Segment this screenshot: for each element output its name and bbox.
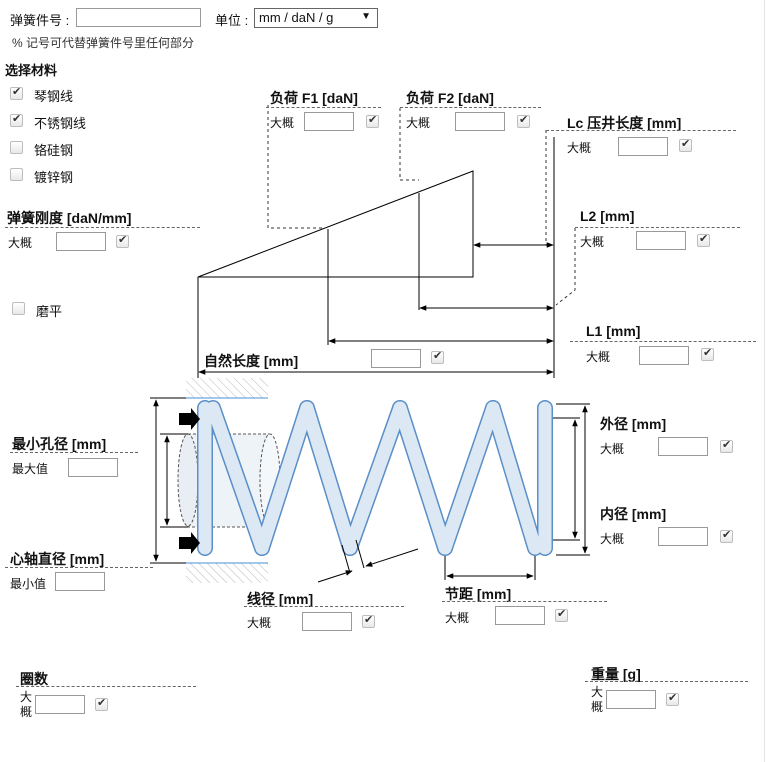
material-checkbox-0[interactable] xyxy=(10,85,23,100)
lc-checkbox[interactable] xyxy=(679,137,692,152)
material-checkbox-2[interactable] xyxy=(10,141,23,154)
wire-checkbox[interactable] xyxy=(362,613,375,628)
coils-approx-top: 大 xyxy=(20,690,33,704)
shaft-input[interactable] xyxy=(55,572,105,591)
l1-divider xyxy=(570,341,756,342)
material-label-3: 镀锌钢 xyxy=(34,170,74,185)
unit-select-value: mm / daN / g xyxy=(259,10,334,25)
rate-input[interactable] xyxy=(56,232,106,251)
material-label-1: 不锈钢线 xyxy=(34,116,87,131)
pitch-divider xyxy=(442,601,607,602)
inner-checkbox[interactable] xyxy=(720,528,733,543)
materials-title: 选择材料 xyxy=(5,63,58,78)
lc-approx: 大概 xyxy=(567,141,592,155)
material-checkbox-3[interactable] xyxy=(10,168,23,181)
load-f1-divider xyxy=(266,107,381,108)
weight-checkbox[interactable] xyxy=(666,691,679,706)
outer-approx: 大概 xyxy=(600,442,625,456)
l2-divider xyxy=(575,227,740,228)
load-f2-title: 负荷 F2 [daN] xyxy=(406,90,494,106)
shaft-title: 心轴直径 [mm] xyxy=(10,551,105,567)
outer-checkbox[interactable] xyxy=(720,438,733,453)
rate-checkbox[interactable] xyxy=(116,233,129,248)
material-label-2: 铬硅钢 xyxy=(34,143,74,158)
material-checkbox-1[interactable] xyxy=(10,112,23,127)
shaft-divider xyxy=(5,567,153,568)
load-f1-title: 负荷 F1 [daN] xyxy=(270,90,358,106)
lc-divider xyxy=(546,130,736,131)
load-f1-checkbox[interactable] xyxy=(366,113,379,128)
weight-input[interactable] xyxy=(606,690,656,709)
wire-divider xyxy=(244,606,404,607)
outer-input[interactable] xyxy=(658,437,708,456)
weight-divider xyxy=(585,681,748,682)
coils-divider xyxy=(16,686,196,687)
l2-checkbox[interactable] xyxy=(697,232,710,247)
wire-input[interactable] xyxy=(302,612,352,631)
part-number-input[interactable] xyxy=(76,8,201,27)
load-f2-divider xyxy=(400,107,541,108)
min-hole-title: 最小孔径 [mm] xyxy=(12,436,107,452)
unit-label: 单位 : xyxy=(215,13,249,28)
l1-approx: 大概 xyxy=(586,350,611,364)
coils-input[interactable] xyxy=(35,695,85,714)
wildcard-note: % 记号可代替弹簧件号里任何部分 xyxy=(12,36,195,50)
load-f1-input[interactable] xyxy=(304,112,354,131)
weight-approx-bottom: 概 xyxy=(591,700,604,714)
l2-input[interactable] xyxy=(636,231,686,250)
scrollbar-track[interactable] xyxy=(764,0,765,762)
l2-title: L2 [mm] xyxy=(580,208,635,224)
lc-input[interactable] xyxy=(618,137,668,156)
material-label-0: 琴钢线 xyxy=(34,89,74,104)
chevron-down-icon: ▼ xyxy=(361,11,371,22)
l1-input[interactable] xyxy=(639,346,689,365)
pitch-approx: 大概 xyxy=(445,611,470,625)
load-f2-approx: 大概 xyxy=(406,116,431,130)
load-f2-input[interactable] xyxy=(455,112,505,131)
ground-label: 磨平 xyxy=(36,304,63,319)
shaft-sub: 最小值 xyxy=(10,577,47,591)
unit-select[interactable]: mm / daN / g ▼ xyxy=(254,8,378,28)
rate-title: 弹簧刚度 [daN/mm] xyxy=(7,210,132,226)
pitch-input[interactable] xyxy=(495,606,545,625)
min-hole-sub: 最大值 xyxy=(12,462,49,476)
ground-checkbox[interactable] xyxy=(12,302,25,315)
l1-checkbox[interactable] xyxy=(701,346,714,361)
free-length-title: 自然长度 [mm] xyxy=(204,353,299,369)
free-length-input[interactable] xyxy=(371,349,421,368)
l1-title: L1 [mm] xyxy=(586,323,641,339)
wire-title: 线径 [mm] xyxy=(247,591,314,607)
outer-title: 外径 [mm] xyxy=(600,416,667,432)
min-hole-divider xyxy=(10,452,138,453)
free-length-checkbox[interactable] xyxy=(431,349,444,364)
inner-title: 内径 [mm] xyxy=(600,506,667,522)
min-hole-input[interactable] xyxy=(68,458,118,477)
weight-approx-top: 大 xyxy=(591,685,604,699)
pitch-checkbox[interactable] xyxy=(555,607,568,622)
part-number-label: 弹簧件号 : xyxy=(10,13,70,28)
coils-checkbox[interactable] xyxy=(95,696,108,711)
load-f2-checkbox[interactable] xyxy=(517,113,530,128)
inner-input[interactable] xyxy=(658,527,708,546)
weight-title: 重量 [g] xyxy=(591,666,641,682)
load-f1-approx: 大概 xyxy=(270,116,295,130)
coils-approx-bottom: 概 xyxy=(20,705,33,719)
l2-approx: 大概 xyxy=(580,235,605,249)
coils-title: 圈数 xyxy=(20,671,48,687)
wire-approx: 大概 xyxy=(247,616,272,630)
inner-approx: 大概 xyxy=(600,532,625,546)
rate-divider xyxy=(5,227,200,228)
rate-approx: 大概 xyxy=(8,236,33,250)
pitch-title: 节距 [mm] xyxy=(445,586,512,602)
lc-title: Lc 压井长度 [mm] xyxy=(567,115,682,131)
